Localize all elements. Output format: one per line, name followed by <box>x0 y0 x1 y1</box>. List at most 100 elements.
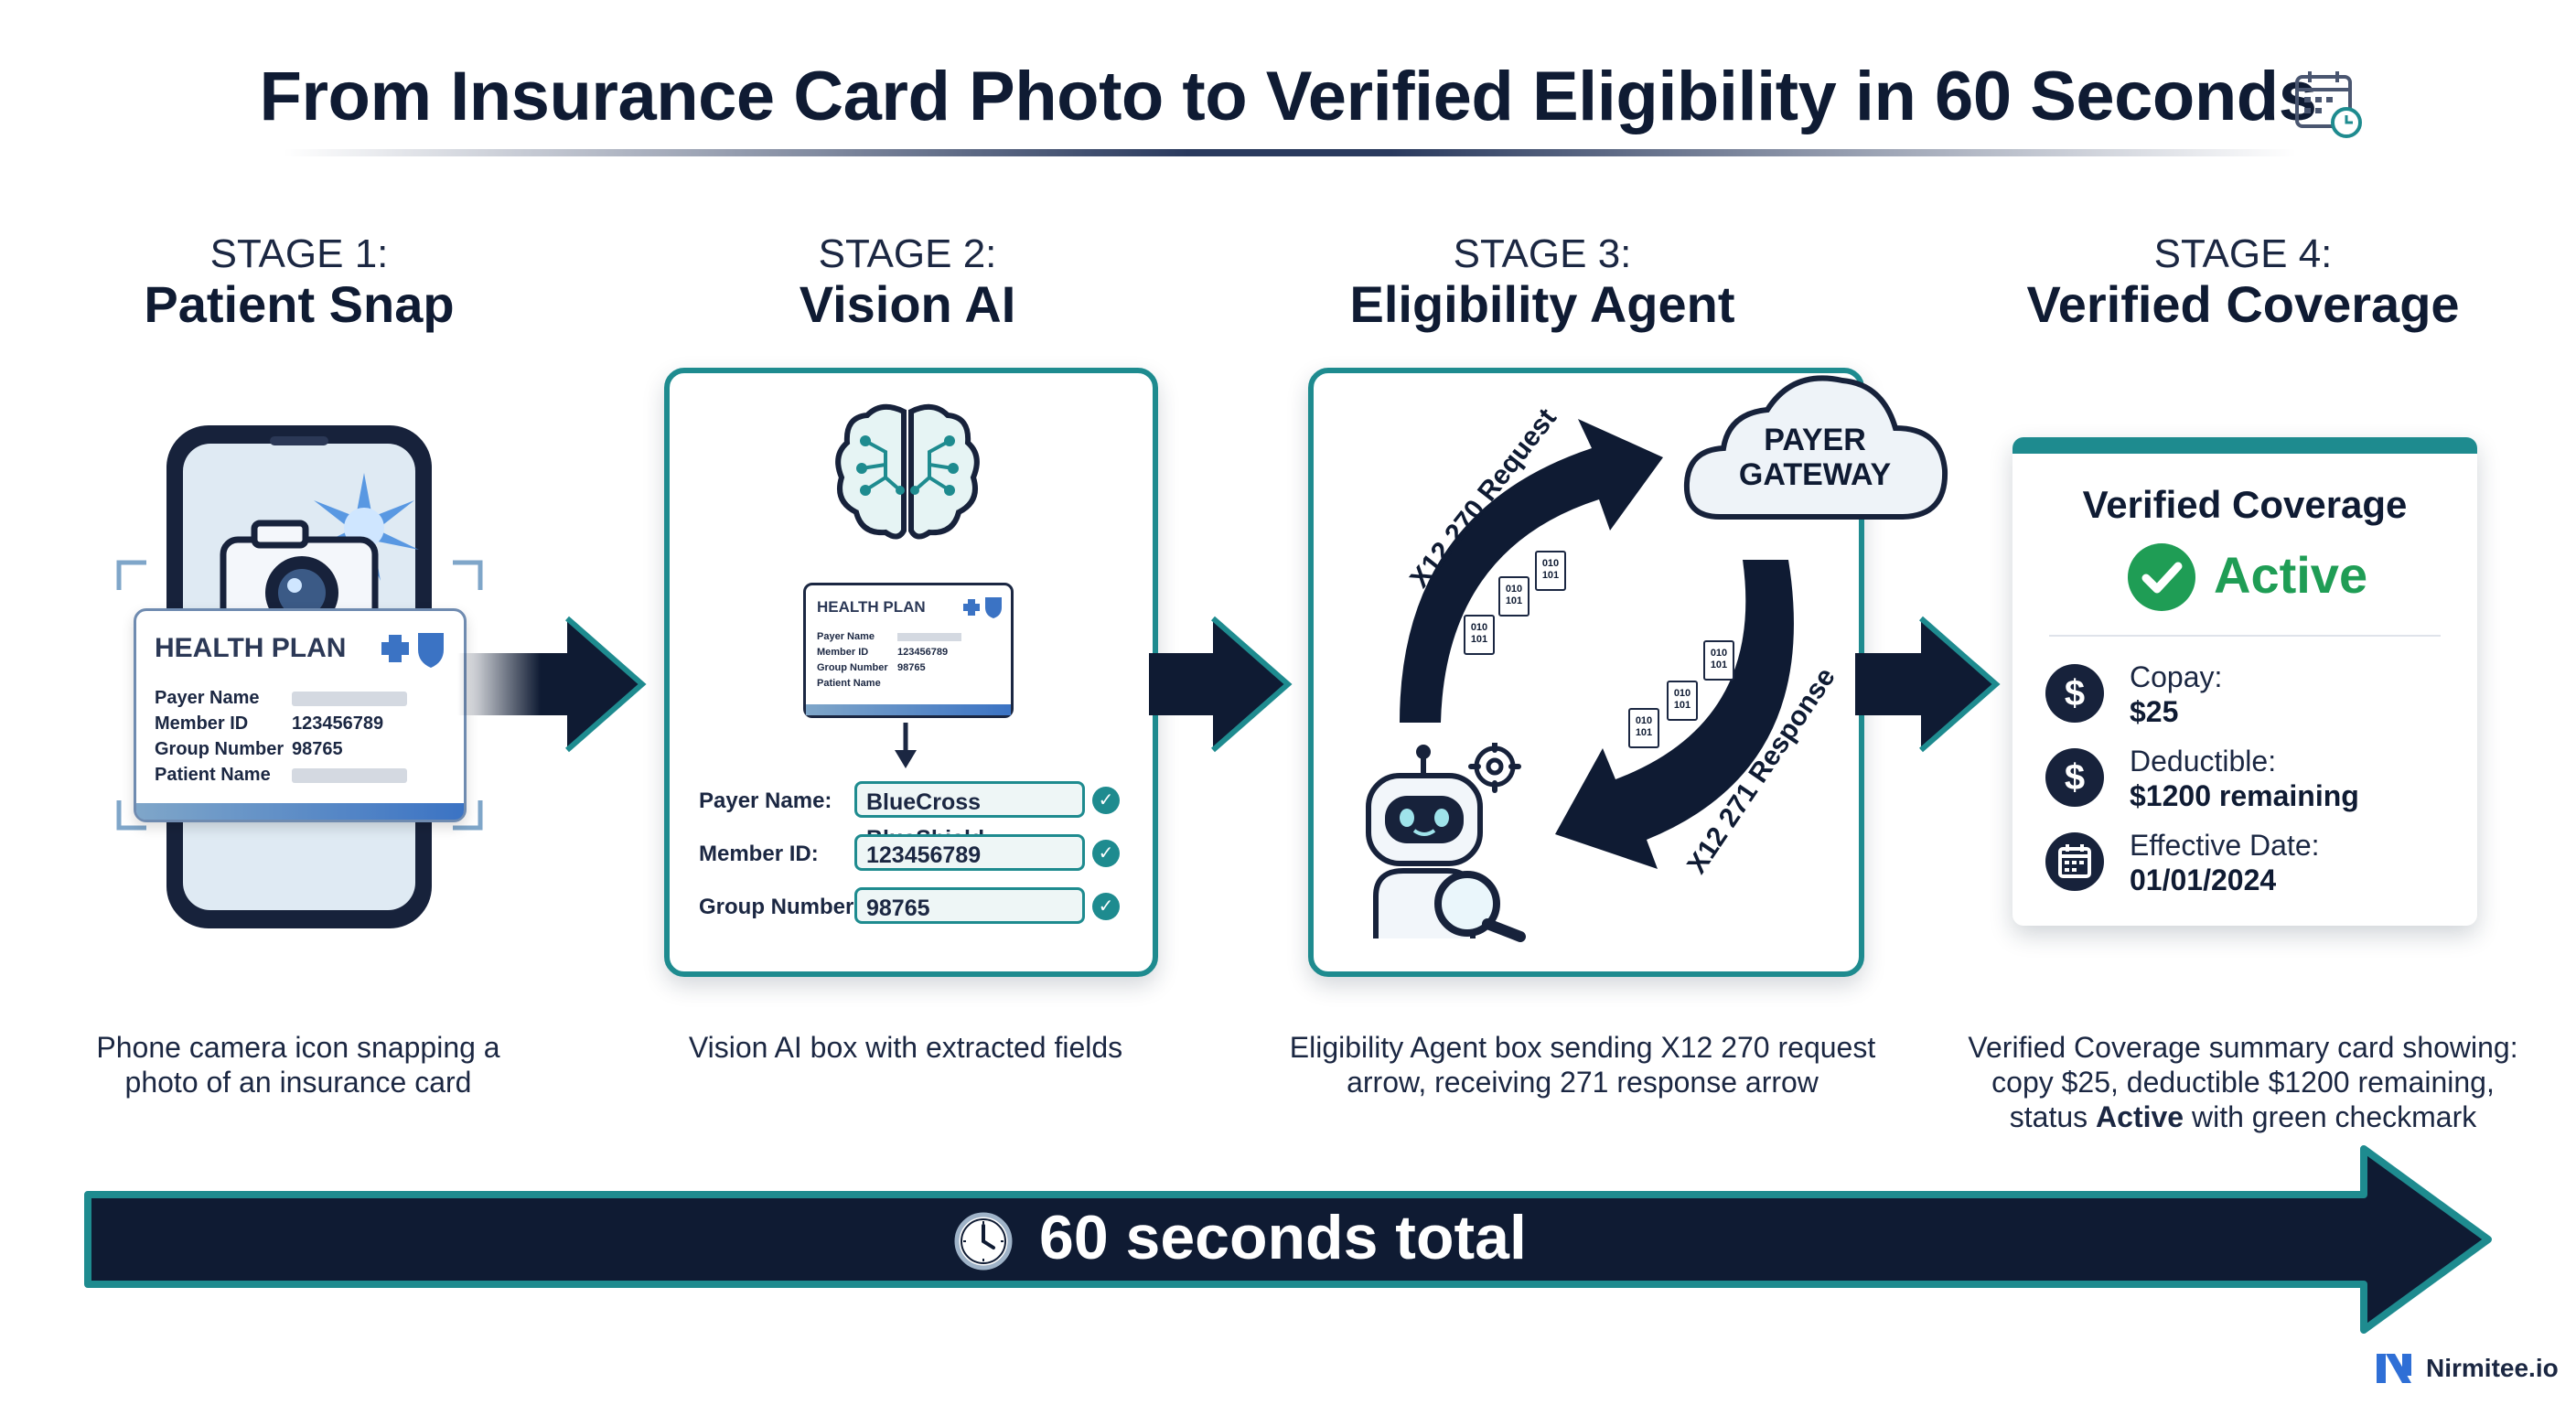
copay-label: Copay: <box>2130 660 2223 693</box>
coverage-card: Verified Coverage Active $ Copay: $25 $ … <box>2012 437 2477 926</box>
stage-4-number: STAGE 4: <box>2153 231 2333 276</box>
vision-card-label-payer: Payer Name <box>817 631 875 642</box>
deductible-value: $1200 remaining <box>2130 779 2359 812</box>
binary-bottom: 101 <box>1673 700 1691 711</box>
gateway-label-line2: GATEWAY <box>1738 457 1892 492</box>
binary-bottom: 101 <box>1505 595 1523 606</box>
redacted-bar <box>897 633 961 641</box>
redacted-bar <box>292 692 407 706</box>
insurer-logo-icon <box>376 627 449 670</box>
field-value-payer: BlueCross BlueShield <box>854 781 1085 852</box>
phone-card-label-group: Group Number <box>155 739 284 759</box>
gateway-label: PAYER GATEWAY <box>1709 423 1921 492</box>
brand-logo-icon <box>2375 1350 2415 1387</box>
binary-top: 010 <box>1541 558 1560 569</box>
phone-card-label-member: Member ID <box>155 713 249 734</box>
arrow-right-icon <box>1855 618 1996 750</box>
vision-card-label-patient: Patient Name <box>817 678 881 689</box>
binary-top: 010 <box>1470 622 1488 633</box>
effective-date-value: 01/01/2024 <box>2130 863 2277 896</box>
arrow-2-3 <box>1149 616 1293 753</box>
redacted-bar <box>292 768 407 783</box>
phone-card-label-payer: Payer Name <box>155 688 260 708</box>
phone-card-value-member: 123456789 <box>292 713 384 734</box>
insurer-logo-icon <box>961 595 1004 620</box>
stage-2-caption-line1: Vision AI box with extracted fields <box>688 1031 1123 1064</box>
vision-card-value-member: 123456789 <box>897 647 949 658</box>
brand-name: Nirmitee.io <box>2426 1354 2559 1382</box>
deductible-label: Deductible: <box>2130 745 2277 778</box>
title-underline <box>284 149 2296 156</box>
arrow-right-icon <box>1149 618 1288 750</box>
stage-3-caption-line2: arrow, receiving 271 response arrow <box>1347 1066 1819 1099</box>
copay-value: $25 <box>2130 695 2179 728</box>
stage-1-name: Patient Snap <box>144 275 455 333</box>
calendar-clock-icon <box>2292 68 2365 141</box>
stage-1-caption-line2: photo of an insurance card <box>124 1066 472 1099</box>
vision-card-value-group: 98765 <box>897 662 926 673</box>
binary-top: 010 <box>1505 584 1523 595</box>
coverage-status: Active <box>2214 546 2368 604</box>
phone-card-header: HEALTH PLAN <box>155 633 347 663</box>
check-icon: ✓ <box>1092 840 1120 867</box>
check-icon: ✓ <box>1092 893 1120 920</box>
card-stripe <box>136 803 464 820</box>
binary-bottom: 101 <box>1470 634 1488 645</box>
binary-bottom: 101 <box>1541 570 1560 581</box>
stage-1-number: STAGE 1: <box>209 231 389 276</box>
page-title: From Insurance Card Photo to Verified El… <box>259 58 2317 135</box>
check-icon: ✓ <box>1092 787 1120 814</box>
phone-insurance-card: HEALTH PLAN Payer Name Member ID 1234567… <box>134 608 467 822</box>
robot-agent-icon <box>1359 740 1530 942</box>
binary-top: 010 <box>1635 715 1653 726</box>
effective-date-label: Effective Date: <box>2130 829 2320 862</box>
stage-2-name: Vision AI <box>799 275 1016 333</box>
stage-1-caption-line1: Phone camera icon snapping a <box>96 1031 500 1064</box>
stage-4-caption-line3: status Active with green checkmark <box>1932 1099 2554 1134</box>
binary-bottom: 101 <box>1710 660 1728 670</box>
stage-3-caption-line1: Eligibility Agent box sending X12 270 re… <box>1289 1031 1876 1064</box>
stage-1-caption: Phone camera icon snapping a photo of an… <box>70 1030 527 1099</box>
binary-top: 010 <box>1710 648 1728 659</box>
stage-3-name: Eligibility Agent <box>1349 275 1735 333</box>
stage-4-caption-line1: Verified Coverage summary card showing: <box>1968 1031 2518 1064</box>
stage-4-caption-line2: copy $25, deductible $1200 remaining, <box>1991 1066 2495 1099</box>
caption-status-prefix: status <box>2009 1100 2097 1133</box>
gateway-label-line1: PAYER <box>1764 423 1866 457</box>
binary-top: 010 <box>1673 688 1691 699</box>
field-label-member: Member ID: <box>699 842 819 866</box>
coverage-card-accent <box>2012 437 2477 454</box>
vision-insurance-card: HEALTH PLAN Payer Name Member ID 1234567… <box>803 583 1014 718</box>
arrow-3-4 <box>1855 616 2001 753</box>
stage-2-caption: Vision AI box with extracted fields <box>631 1030 1180 1065</box>
coverage-card-title: Verified Coverage <box>2082 483 2408 526</box>
green-check-icon <box>2128 543 2195 611</box>
dollar-icon: $ <box>2045 664 2104 723</box>
stage-2-number: STAGE 2: <box>818 231 997 276</box>
divider <box>2049 635 2441 637</box>
field-label-payer: Payer Name: <box>699 788 832 813</box>
phone-card-label-patient: Patient Name <box>155 765 271 785</box>
brain-icon <box>829 395 986 552</box>
binary-bottom: 101 <box>1635 727 1653 738</box>
vision-card-label-group: Group Number <box>817 662 888 673</box>
vision-card-label-member: Member ID <box>817 647 869 658</box>
card-stripe <box>806 704 1011 715</box>
caption-status-active: Active <box>2096 1100 2184 1133</box>
arrow-down-icon <box>892 723 919 770</box>
stage-3-caption: Eligibility Agent box sending X12 270 re… <box>1262 1030 1903 1099</box>
stage-4-caption: Verified Coverage summary card showing: … <box>1932 1030 2554 1134</box>
field-value-group: 98765 <box>854 887 1085 924</box>
dollar-icon: $ <box>2045 748 2104 807</box>
phone-card-value-group: 98765 <box>292 739 343 759</box>
caption-status-suffix: with green checkmark <box>2184 1100 2477 1133</box>
field-label-group: Group Number: <box>699 895 862 919</box>
stopwatch-icon <box>951 1207 1015 1271</box>
timeline-label: 60 seconds total <box>1039 1203 1527 1272</box>
